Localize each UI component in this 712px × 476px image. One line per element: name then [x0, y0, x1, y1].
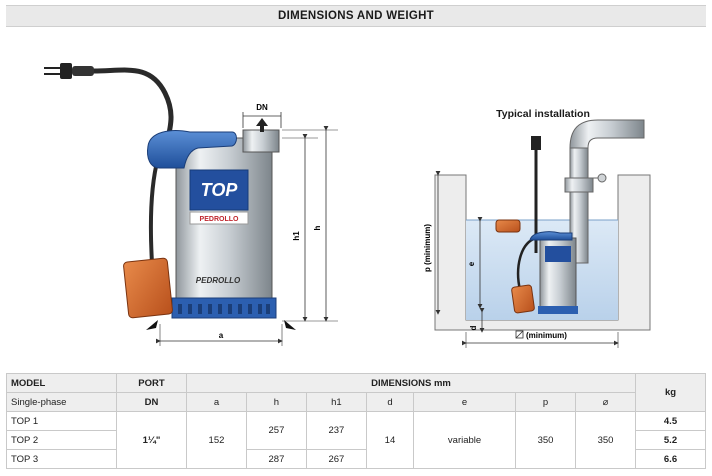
technical-drawing: TOP PEDROLLO PEDROLLO DN [0, 28, 712, 368]
col-p-header: p [515, 392, 576, 412]
phase-label: Single-phase [6, 392, 117, 412]
pump-model-label: TOP [201, 180, 239, 200]
col-a-header: a [186, 392, 247, 412]
h1-value-cell: 237 [305, 411, 367, 450]
dim-e-label: e [467, 261, 476, 266]
dim-diameter-label: (minimum) [526, 331, 567, 340]
model-cell: TOP 3 [6, 449, 117, 469]
dimensions-table: MODEL PORT DIMENSIONS mm kg Single-phase… [6, 373, 706, 469]
col-h-header: h [245, 392, 307, 412]
diameter-icon [515, 330, 524, 339]
table-row: TOP 3 287 267 6.6 [6, 449, 706, 469]
dimensions-header: DIMENSIONS mm [186, 373, 636, 393]
inlet-arrow-left-icon [146, 320, 158, 330]
h-value-cell: 287 [245, 449, 307, 469]
model-cell: TOP 1 [6, 411, 117, 431]
dim-p-label: p (minimum) [423, 224, 432, 272]
port-header: PORT [116, 373, 187, 393]
table-header-row: MODEL PORT DIMENSIONS mm kg [6, 373, 706, 412]
pump-brand-body: PEDROLLO [196, 276, 241, 285]
table-row: TOP 2 5.2 [6, 430, 706, 450]
kg-cell: 4.5 [635, 411, 706, 431]
pump-illustration: TOP PEDROLLO PEDROLLO [123, 129, 280, 319]
e-value-cell: variable [413, 411, 517, 469]
installation-caption: Typical installation [496, 108, 590, 120]
model-header: MODEL [6, 373, 117, 393]
dim-h-label: h [313, 225, 322, 230]
diam-value-cell: 350 [575, 411, 636, 469]
table-subheader-row: Single-phase DN a h h1 d e p ⌀ [6, 392, 706, 412]
pump-brand-plate: PEDROLLO [200, 216, 239, 223]
dim-dn-label: DN [256, 103, 268, 112]
table-row: TOP 1 1¼" 152 257 237 14 variable 350 35… [6, 411, 706, 469]
kg-cell: 6.6 [635, 449, 706, 469]
dim-d-label: d [469, 325, 478, 330]
dim-h1-label: h1 [292, 231, 301, 241]
col-h1-header: h1 [305, 392, 367, 412]
drawing-canvas: TOP PEDROLLO PEDROLLO DN [44, 63, 651, 348]
float-cable [148, 157, 160, 264]
p-value-cell: 350 [515, 411, 576, 469]
dim-a-label: a [219, 331, 224, 340]
outlet-arrow-icon [256, 118, 268, 132]
port-value-cell: 1¼" [116, 411, 187, 469]
col-e-header: e [413, 392, 517, 412]
model-cell: TOP 2 [6, 430, 117, 450]
kg-header: kg [635, 373, 706, 412]
col-diam-header: ⌀ [575, 392, 636, 412]
col-d-header: d [365, 392, 415, 412]
power-cable [93, 67, 174, 139]
h1-value-cell: 267 [305, 449, 367, 469]
inlet-arrow-right-icon [284, 320, 296, 330]
d-value-cell: 14 [365, 411, 415, 469]
h-value-cell: 257 [245, 411, 307, 450]
install-plug-icon [531, 136, 541, 150]
kg-cell: 5.2 [635, 430, 706, 450]
section-title: DIMENSIONS AND WEIGHT [277, 10, 434, 22]
installed-pump [495, 219, 578, 314]
discharge-pipe [564, 119, 645, 264]
port-subheader: DN [116, 392, 187, 412]
a-value-cell: 152 [186, 411, 247, 469]
section-title-band: DIMENSIONS AND WEIGHT [6, 5, 706, 27]
power-plug-icon [44, 63, 94, 79]
